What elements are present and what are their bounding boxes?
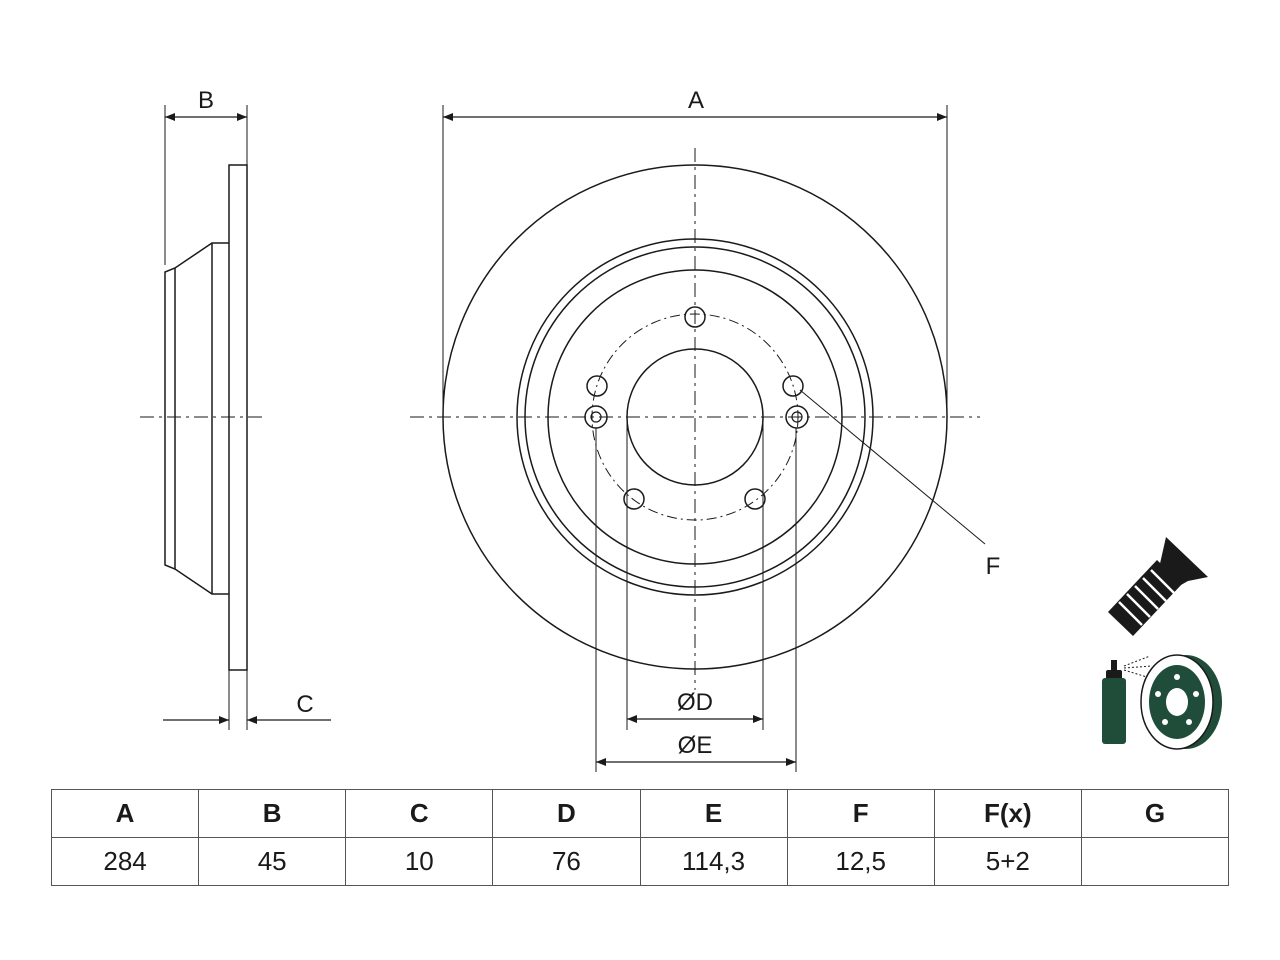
table-header-cell: A bbox=[50, 789, 200, 838]
dimension-c-label: C bbox=[296, 691, 313, 718]
bolt-hole bbox=[623, 488, 645, 510]
front-view bbox=[410, 105, 986, 772]
bolt-hole bbox=[684, 306, 706, 328]
table-value-cell: 284 bbox=[50, 837, 200, 886]
table-header-row: A B C D E F F(x) G bbox=[50, 789, 1230, 838]
side-view-hat bbox=[164, 242, 229, 595]
bolt-hole bbox=[782, 375, 804, 397]
specification-table: A B C D E F F(x) G 284 45 10 76 114,3 12… bbox=[50, 789, 1230, 886]
table-header-cell: G bbox=[1080, 789, 1230, 838]
table-value-cell: 76 bbox=[492, 837, 641, 886]
bolt-hole bbox=[744, 488, 766, 510]
table-header-cell: D bbox=[492, 789, 641, 838]
callout-f-leader bbox=[799, 389, 986, 545]
dimension-d-label: ØD bbox=[677, 689, 713, 716]
table-value-cell bbox=[1080, 837, 1230, 886]
dimension-a-label: A bbox=[688, 87, 704, 114]
spray-coated-disc-icon bbox=[1102, 654, 1222, 750]
table-header-cell: F(x) bbox=[933, 789, 1082, 838]
table-header-cell: F bbox=[786, 789, 935, 838]
table-value-cell: 10 bbox=[345, 837, 494, 886]
table-value-row: 284 45 10 76 114,3 12,5 5+2 bbox=[50, 837, 1230, 886]
table-value-cell: 5+2 bbox=[933, 837, 1082, 886]
table-value-cell: 45 bbox=[198, 837, 347, 886]
table-value-cell: 12,5 bbox=[786, 837, 935, 886]
bolt-hole bbox=[586, 375, 608, 397]
callout-f-label: F bbox=[986, 553, 1001, 580]
table-header-cell: B bbox=[198, 789, 347, 838]
side-view bbox=[140, 105, 331, 730]
table-header-cell: C bbox=[345, 789, 494, 838]
table-header-cell: E bbox=[639, 789, 788, 838]
dimension-e-label: ØE bbox=[678, 732, 713, 759]
dimension-b-label: B bbox=[198, 87, 214, 114]
countersunk-screw-icon bbox=[1108, 537, 1208, 636]
table-value-cell: 114,3 bbox=[639, 837, 788, 886]
